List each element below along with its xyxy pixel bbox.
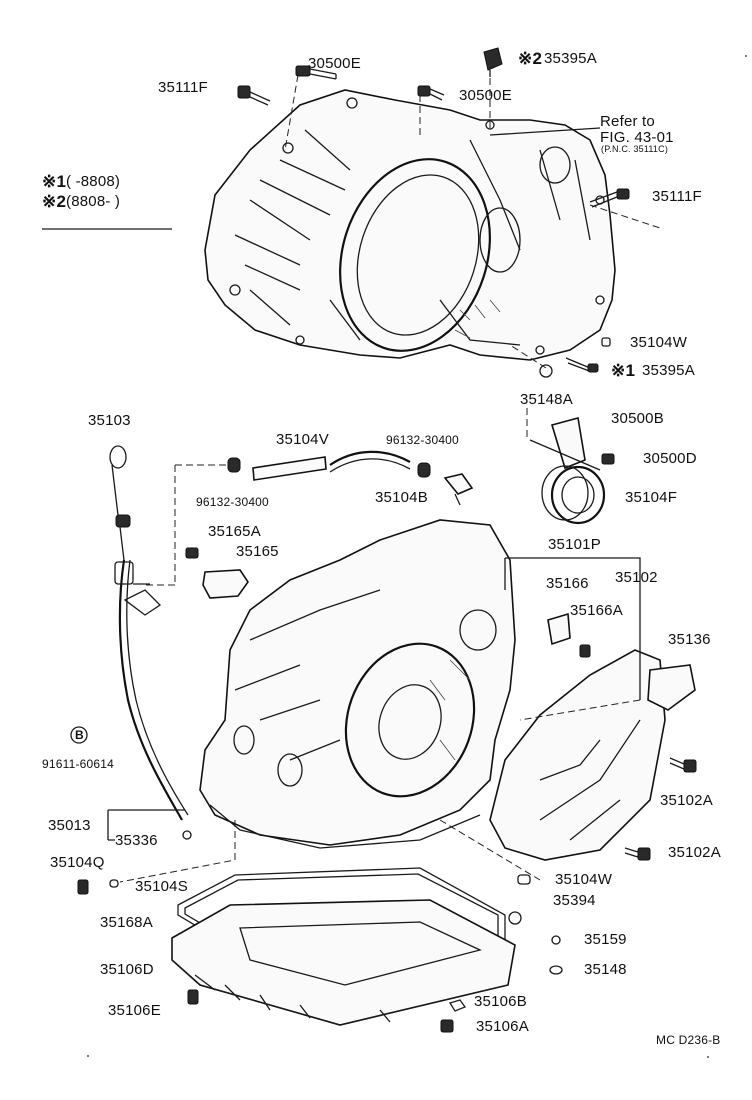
label-35106B: 35106B [474,993,527,1010]
dipstick-tube-35013 [114,559,189,821]
label-35106E: 35106E [108,1002,161,1019]
dipstick-35103 [109,445,131,561]
plug-35104W-b [517,874,531,885]
legend-text-1: ( -8808) [66,173,121,190]
hose-35104V [227,456,327,481]
plug-35148 [549,965,563,975]
transaxle-case [199,519,516,849]
label-35111F-a: 35111F [158,79,208,96]
label-35111F-b: 35111F [652,188,702,205]
label-35104W-a: 35104W [630,334,688,351]
o-ring-35336 [182,830,192,840]
plug-35148A [539,364,553,378]
transaxle-housing [204,89,616,361]
bolt-35111F-a [237,85,271,106]
refer-line-1: Refer to [600,113,655,130]
label-35166: 35166 [546,575,589,592]
label-35168A: 35168A [100,914,153,931]
label-91611-60614: 91611-60614 [42,757,115,771]
label-35394: 35394 [553,892,596,909]
label-35104Q: 35104Q [50,854,105,871]
hose-35104B [329,450,474,506]
label-mark-2-a: ※2 [518,49,543,68]
pad-35166 [547,612,571,646]
label-30500B: 30500B [611,410,664,427]
refer-line-3: (P.N.C. 35111C) [601,144,669,154]
plug-35104W-a [601,337,611,347]
label-35395A-b: 35395A [544,50,597,67]
clip-35395A-b [483,47,503,77]
label-35104B: 35104B [375,489,428,506]
oil-pan-35106D [171,899,516,1026]
magnet-35394 [508,911,522,925]
bolt-35166A [579,644,591,658]
label-35166A: 35166A [570,602,623,619]
pin-35395A-a [565,357,599,373]
label-mark-1-a: ※1 [611,361,636,380]
plug-35106E [187,989,199,1005]
bolt-35102A-b [637,847,651,861]
label-30500E-b: 30500E [459,87,512,104]
label-35159: 35159 [584,931,627,948]
label-35336: 35336 [115,832,158,849]
label-35103: 35103 [88,412,131,429]
footer-code: MC D236-B [656,1033,721,1047]
seal-35104F [541,465,606,525]
ring-35104S [109,879,119,888]
label-35165: 35165 [236,543,279,560]
plug-35106A [440,1019,454,1033]
label-B: B [75,728,84,742]
label-35104V: 35104V [276,431,329,448]
legend-mark-1: ※1 [42,172,67,191]
label-30500D: 30500D [643,450,697,467]
label-35104S: 35104S [135,878,188,895]
bolt-35111F-b [589,188,630,208]
label-35395A-a: 35395A [642,362,695,379]
bracket-35136 [647,664,696,711]
bolt-30500E-a [295,65,337,80]
label-35165A: 35165A [208,523,261,540]
marker-b-circle [70,726,88,744]
label-35101P: 35101P [548,536,601,553]
label-35106A: 35106A [476,1018,529,1035]
legend-mark-2: ※2 [42,192,67,211]
gasket-35106B [448,999,467,1012]
side-cover-35102 [489,649,666,861]
bracket-35165 [185,547,249,599]
label-35136: 35136 [668,631,711,648]
label-35102A-b: 35102A [668,844,721,861]
label-35104F: 35104F [625,489,678,506]
bolt-35102A-a [683,759,697,773]
refer-line-2: FIG. 43-01 [600,129,674,146]
label-96132-b: 96132-30400 [196,495,269,509]
label-35148A: 35148A [520,391,573,408]
label-30500E-a: 30500E [308,55,361,72]
label-35106D: 35106D [100,961,154,978]
label-35104W-b: 35104W [555,871,613,888]
label-96132-a: 96132-30400 [386,433,459,447]
label-35013: 35013 [48,817,91,834]
bolt-30500E-b [417,85,445,101]
label-35148: 35148 [584,961,627,978]
ring-35159 [551,935,561,945]
label-35102A-a: 35102A [660,792,713,809]
label-35102: 35102 [615,569,658,586]
bolt-35104Q [77,879,89,895]
legend-text-2: (8808- ) [66,193,121,210]
bracket-30500B [529,416,615,471]
